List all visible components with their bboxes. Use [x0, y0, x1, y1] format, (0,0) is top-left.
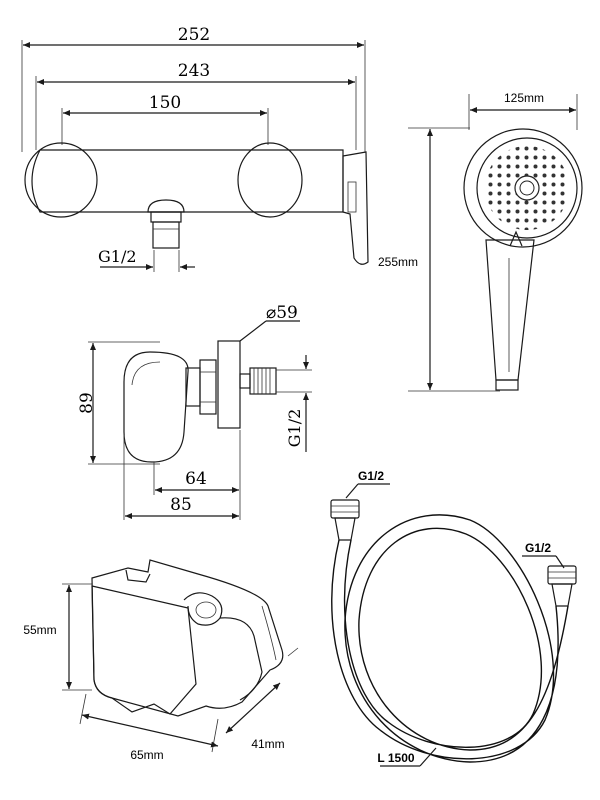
right-rosette: [237, 142, 303, 218]
holder-front-face: [91, 585, 197, 715]
hose-length-label: L 1500: [377, 751, 414, 765]
dimension-depth-long: 85: [123, 435, 239, 520]
mixer-outlet: [147, 199, 185, 213]
dimension-body-width: 243: [35, 61, 357, 150]
dimension-depth-short: 64: [153, 430, 241, 520]
hand-shower-view: 125mm 255mm: [370, 91, 583, 392]
dim-centers-label: 150: [149, 93, 181, 113]
dim-diameter-label: ⌀59: [266, 303, 298, 323]
side-rosette: [217, 340, 241, 429]
shower-handle: [485, 239, 535, 381]
hose-nut-right: [547, 565, 577, 607]
left-rosette: [24, 142, 98, 218]
dim-depth-long-label: 85: [170, 495, 192, 515]
mixer-front-view: 252 243 150: [21, 25, 369, 272]
dimension-holder-width: 65mm: [79, 693, 219, 762]
dim-depth-short-label: 64: [185, 469, 207, 489]
shower-head-face: [476, 137, 578, 239]
dim-height-label: 89: [77, 392, 97, 414]
dimension-side-thread: G1/2: [276, 355, 312, 452]
mixer-side-body: [123, 351, 189, 463]
dim-holder-depth-label: 41mm: [251, 737, 284, 751]
dimension-shower-length: 255mm: [370, 127, 500, 392]
dim-side-thread-label: G1/2: [285, 409, 304, 448]
shower-head-outer: [463, 128, 583, 248]
dim-holder-width-label: 65mm: [130, 748, 163, 762]
hose-end-left-callout: G1/2: [345, 469, 390, 499]
hose-end-left-label: G1/2: [358, 469, 384, 483]
dim-shower-length-label: 255mm: [378, 255, 418, 269]
dimension-height: 89: [77, 341, 160, 465]
hose-nut-left: [330, 499, 360, 541]
hose-coil: [331, 514, 569, 763]
mixer-body: [31, 149, 344, 213]
dimension-rosette-diameter: ⌀59: [239, 303, 300, 342]
dimension-centers: 150: [61, 93, 269, 145]
hose-end-right-callout: G1/2: [522, 541, 565, 569]
dimension-holder-depth: 41mm: [225, 647, 299, 751]
dim-shower-width-label: 125mm: [504, 91, 544, 105]
mixer-side-view: ⌀59 89: [77, 303, 312, 520]
hose-end-right-label: G1/2: [525, 541, 551, 555]
dim-holder-height-label: 55mm: [23, 623, 56, 637]
dim-body-label: 243: [178, 61, 210, 81]
hose-length-callout: L 1500: [377, 747, 437, 767]
dimension-holder-height: 55mm: [23, 583, 92, 691]
dim-outlet-label: G1/2: [98, 247, 137, 266]
holder-view: 55mm 65mm 41mm: [23, 559, 299, 762]
dimension-outlet-thread: G1/2: [98, 247, 195, 272]
dimension-overall-width: 252: [21, 25, 366, 152]
mixer-lever: [342, 151, 369, 265]
dim-overall-label: 252: [178, 25, 210, 45]
hose-view: G1/2 G1/2: [330, 469, 577, 767]
dimension-shower-width: 125mm: [468, 91, 578, 130]
